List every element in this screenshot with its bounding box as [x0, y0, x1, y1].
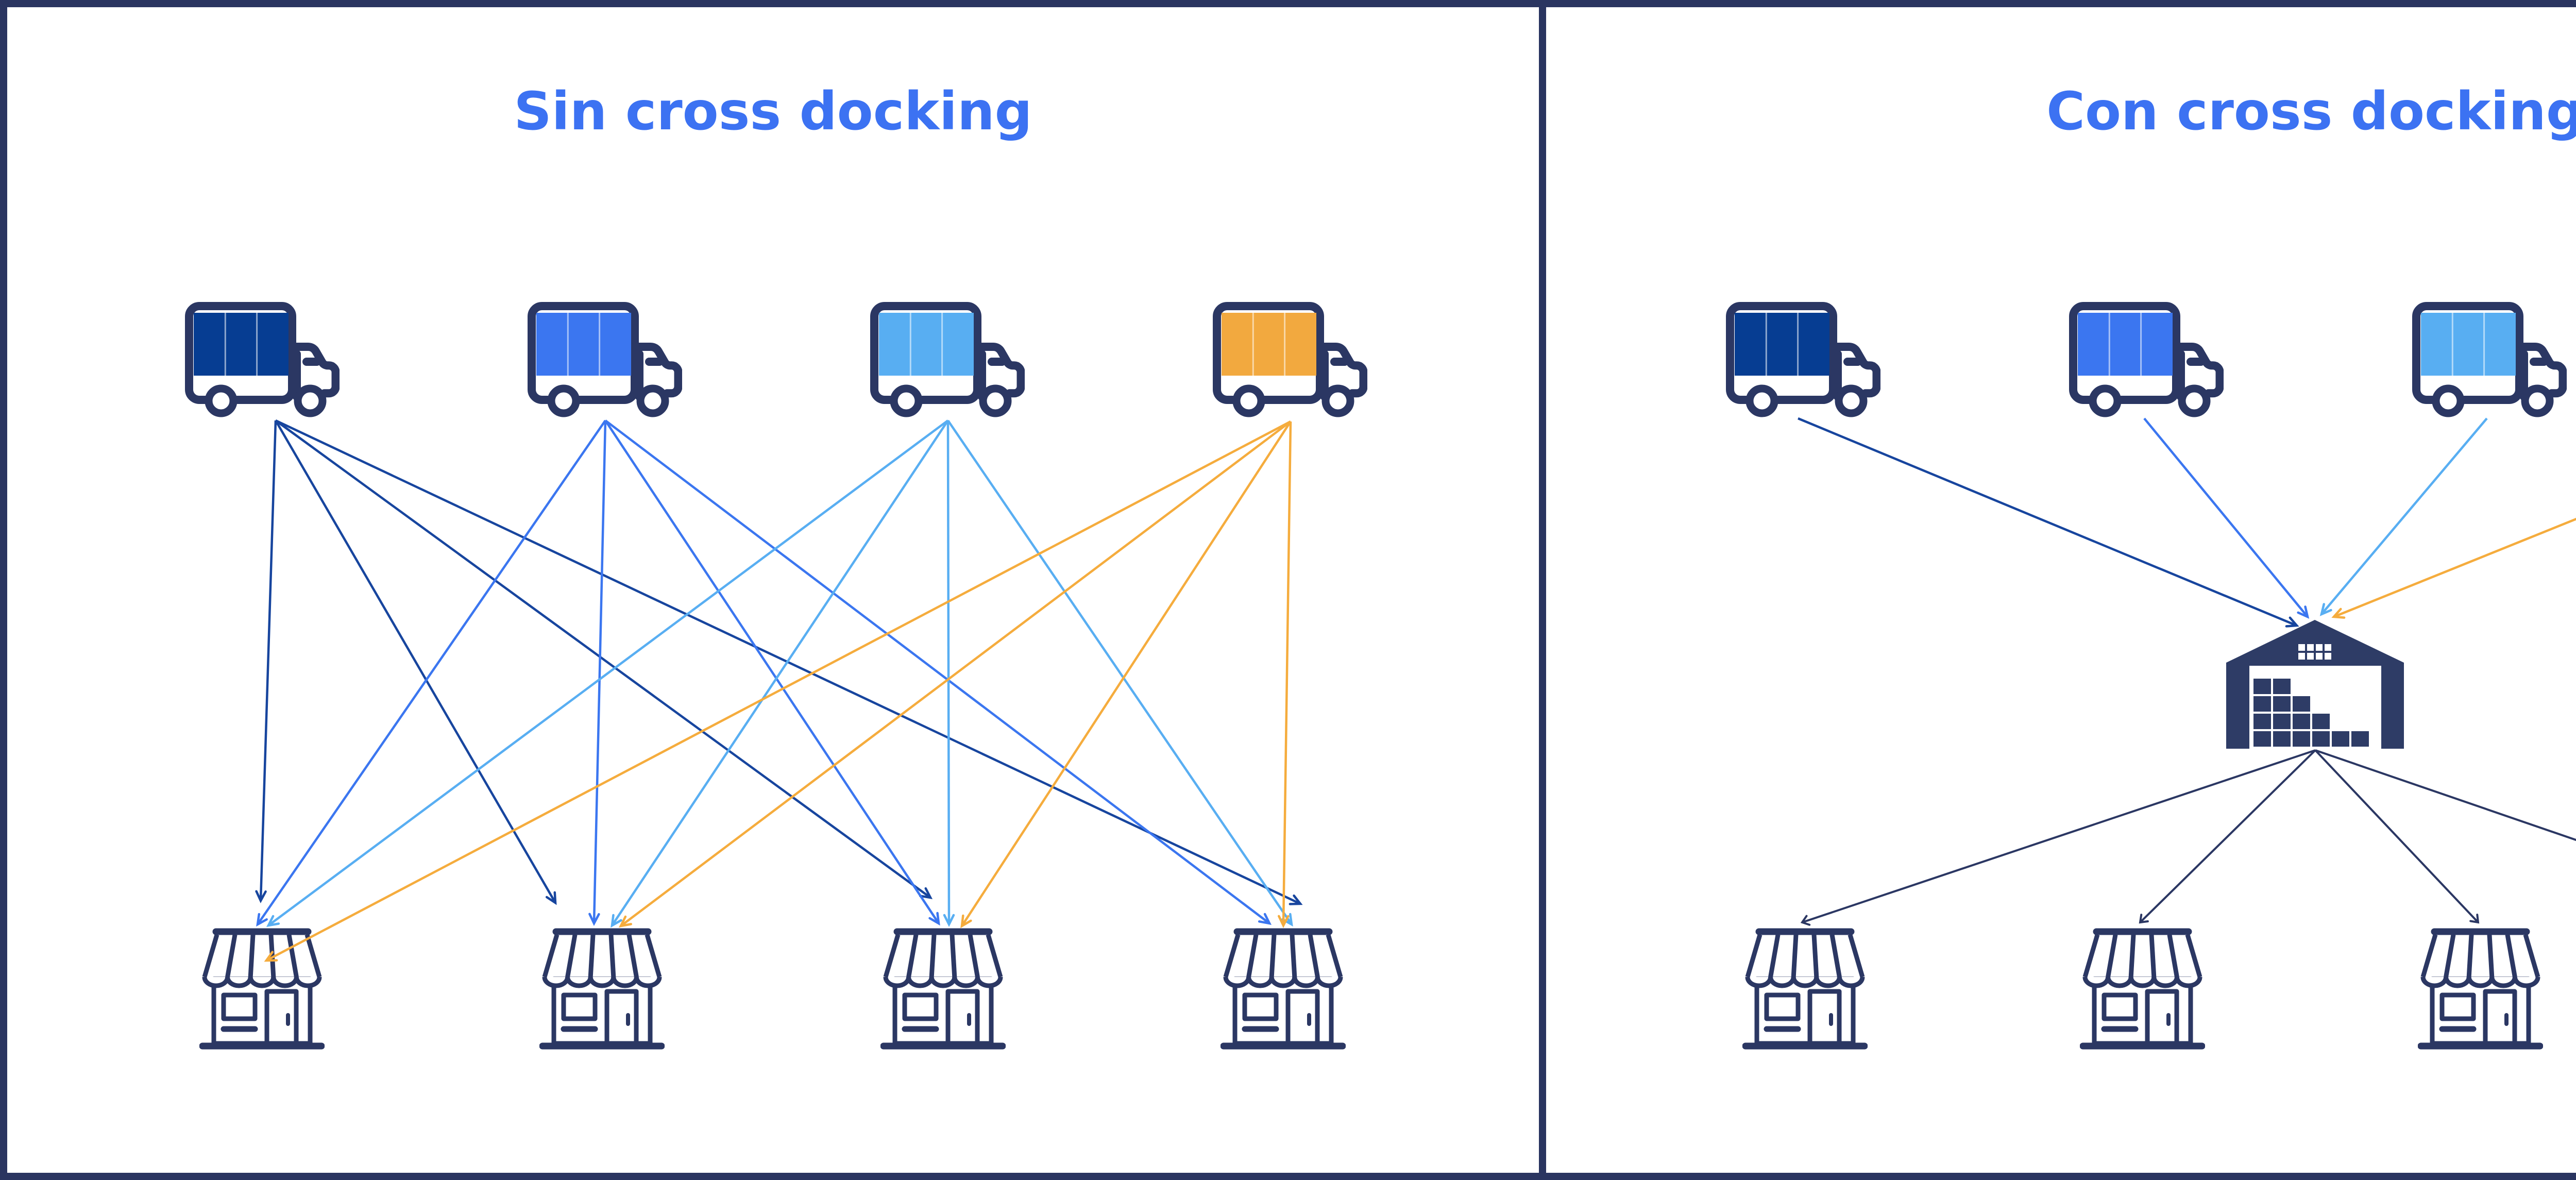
truck-orange [1212, 296, 1367, 417]
route-truck-light-blue-to-store-3 [943, 420, 955, 928]
truck-dark-blue-2 [1725, 296, 1880, 417]
store-6 [2079, 928, 2205, 1050]
panel-title-con-cross-docking: Con cross docking [2046, 81, 2576, 142]
store-4 [1220, 928, 1346, 1050]
retail-store-icon [2417, 928, 2543, 1050]
warehouse-icon [2226, 620, 2404, 749]
store-7 [2417, 928, 2543, 1050]
delivery-truck-icon [2412, 302, 2567, 417]
cross-dock-warehouse [2226, 620, 2404, 749]
retail-store-icon [539, 928, 665, 1050]
truck-light-blue-2 [2411, 296, 2567, 417]
panel-title-sin-cross-docking: Sin cross docking [514, 81, 1032, 142]
panel-divider [1539, 0, 1546, 1180]
delivery-truck-icon [1213, 302, 1367, 417]
route-truck-orange-to-store-3 [960, 420, 1292, 929]
store-1 [199, 928, 325, 1050]
truck-light-blue [869, 296, 1025, 417]
route-warehouse-to-store-5 [1800, 749, 2316, 926]
route-truck-light-blue-2-to-warehouse [2319, 417, 2488, 616]
route-truck-dark-blue-to-store-2 [275, 419, 557, 905]
delivery-truck-icon [2069, 302, 2224, 417]
route-truck-dark-blue-to-store-3 [275, 419, 933, 899]
route-truck-blue-to-store-4 [604, 419, 1272, 925]
route-truck-orange-2-to-warehouse [2331, 517, 2576, 619]
route-truck-light-blue-to-store-2 [611, 419, 949, 928]
store-3 [880, 928, 1006, 1050]
route-truck-orange-to-store-2 [618, 420, 1292, 928]
route-warehouse-to-store-6 [2139, 749, 2316, 924]
delivery-truck-icon [870, 302, 1025, 417]
route-truck-dark-blue-to-store-1 [255, 420, 277, 904]
retail-store-icon [1742, 928, 1868, 1050]
route-warehouse-to-store-8 [2315, 749, 2576, 841]
retail-store-icon [880, 928, 1006, 1050]
truck-blue-2 [2068, 296, 2224, 417]
route-truck-orange-to-store-4 [1278, 421, 1292, 929]
retail-store-icon [2079, 928, 2205, 1050]
route-truck-blue-to-store-1 [256, 419, 606, 927]
route-truck-light-blue-to-store-1 [266, 419, 949, 928]
route-truck-dark-blue-2-to-warehouse [1798, 417, 2299, 628]
delivery-truck-icon [1726, 302, 1880, 417]
route-truck-blue-to-store-2 [588, 420, 607, 926]
store-2 [539, 928, 665, 1050]
delivery-truck-icon [528, 302, 682, 417]
route-truck-light-blue-to-store-4 [947, 419, 1293, 927]
retail-store-icon [1220, 928, 1346, 1050]
truck-dark-blue [184, 296, 340, 417]
route-truck-orange-to-store-1 [264, 420, 1292, 962]
store-5 [1742, 928, 1868, 1050]
retail-store-icon [199, 928, 325, 1050]
route-warehouse-to-store-7 [2314, 749, 2480, 924]
delivery-truck-icon [185, 302, 340, 417]
route-truck-blue-2-to-warehouse [2143, 417, 2310, 619]
truck-blue [527, 296, 682, 417]
route-truck-blue-to-store-3 [604, 419, 940, 926]
